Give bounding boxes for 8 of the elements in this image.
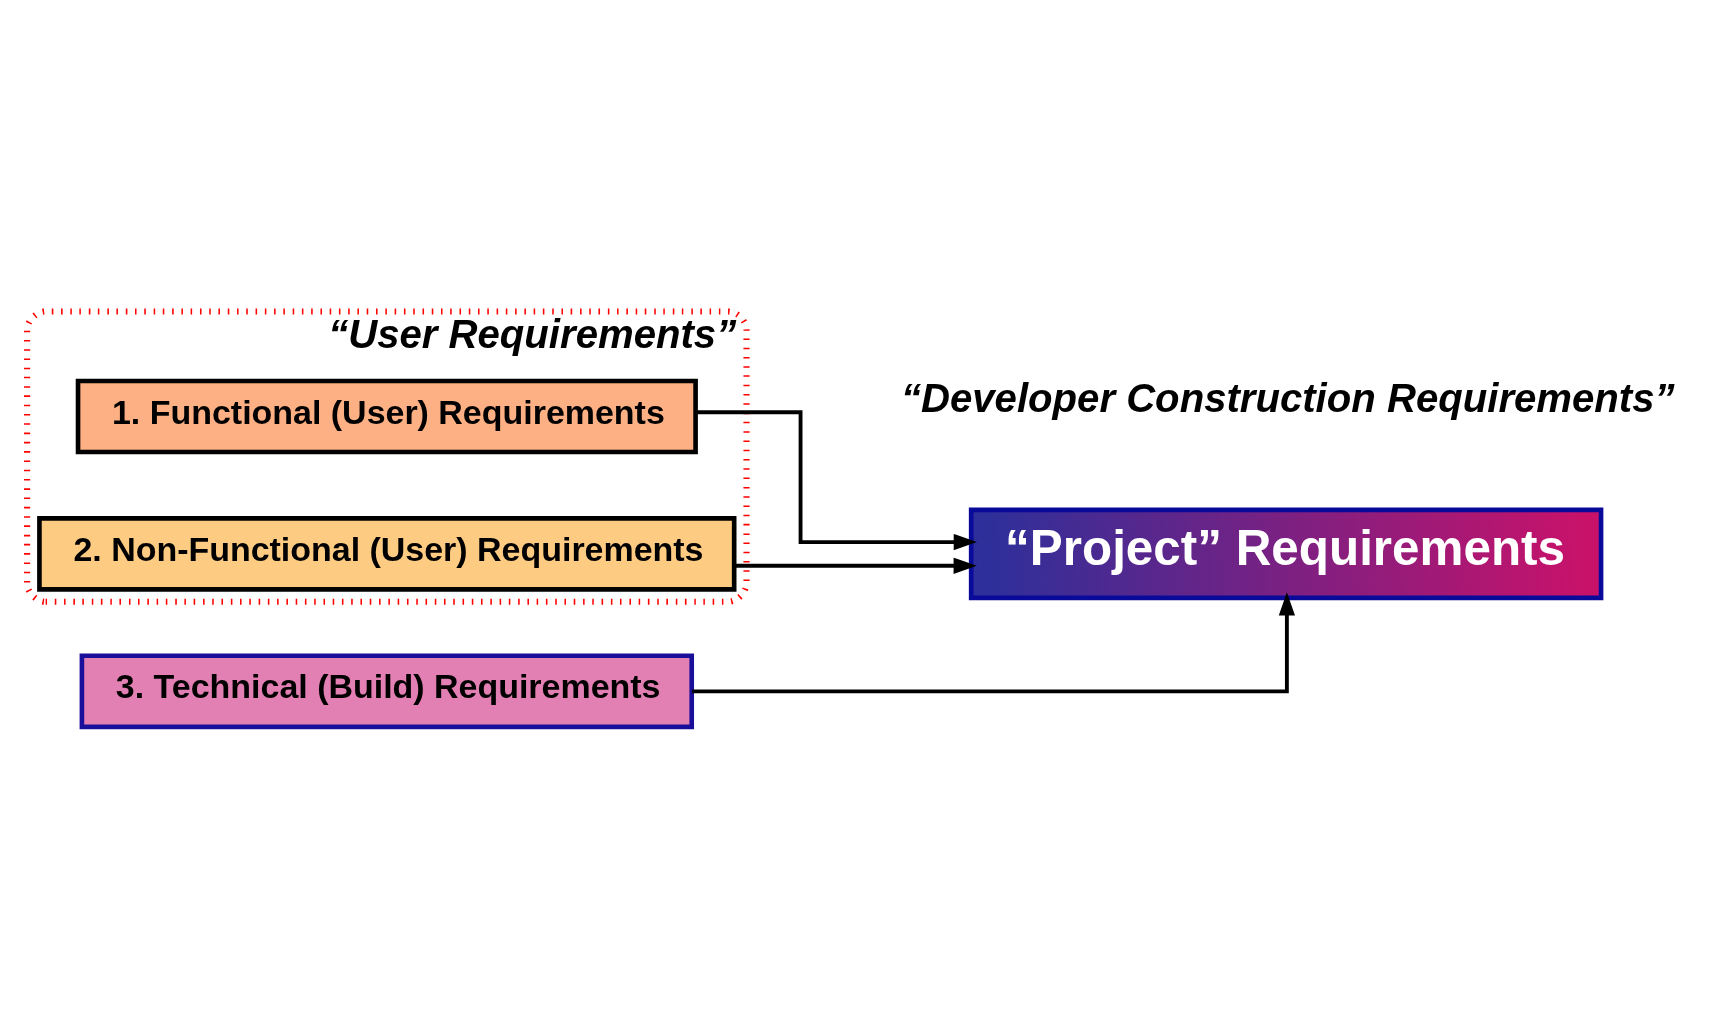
label: “Developer Construction Requirements” bbox=[900, 375, 1675, 421]
node-box: “Project” Requirements bbox=[968, 507, 1604, 600]
arrow bbox=[734, 557, 977, 574]
arrow bbox=[695, 409, 977, 550]
arrow bbox=[692, 591, 1295, 693]
node-box: 1. Functional (User) Requirements bbox=[75, 378, 698, 454]
node-box: 3. Technical (Build) Requirements bbox=[79, 653, 695, 729]
node-box: 2. Non-Functional (User) Requirements bbox=[37, 515, 737, 592]
